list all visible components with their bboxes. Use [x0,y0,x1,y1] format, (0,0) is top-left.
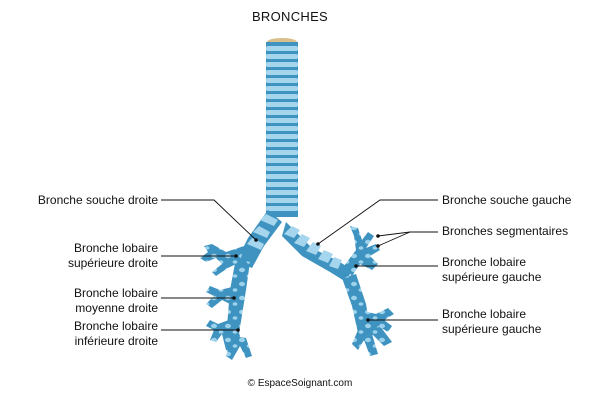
trachea-ring [266,174,298,179]
label-line: Bronche lobaire [73,319,158,333]
left-lobar-bronchi [342,226,394,356]
label-lobaire-moy-droite: Bronche lobaire moyenne droite [74,286,158,316]
trachea-ring [266,78,298,83]
trachea-ring [266,206,298,211]
label-line: Bronche lobaire [442,255,527,269]
label-segmentaires: Bronches segmentaires [442,224,568,239]
label-line: Bronches segmentaires [442,224,569,238]
trachea-ring [266,166,298,171]
label-lobaire-inf-droite: Bronche lobaire inférieure droite [74,319,158,349]
trachea-ring [266,142,298,147]
label-line: Bronche lobaire [73,241,158,255]
label-line: Bronche souche gauche [442,193,572,207]
label-souche-gauche: Bronche souche gauche [442,193,571,208]
label-lobaire-sup-droite: Bronche lobaire supérieure droite [68,241,158,271]
trachea [266,42,298,217]
trachea-ring [266,102,298,107]
leader-segmentaires-2 [377,231,411,247]
trachea-ring [266,134,298,139]
leader-souche-gauche [317,199,438,245]
right-main-bronchus [236,210,282,268]
leader-lines [161,199,438,331]
trachea-ring [266,46,298,51]
label-line: Bronche lobaire [73,286,158,300]
label-line: moyenne droite [75,301,158,315]
trachea-ring [266,110,298,115]
label-lobaire-sup-gauche-2: Bronche lobaire supérieure gauche [442,307,541,337]
trachea-ring [266,158,298,163]
trachea-ring [266,126,298,131]
left-main-bronchus [282,222,352,282]
trachea-ring [266,190,298,195]
label-line: inférieure droite [74,334,158,348]
trachea-ring [266,94,298,99]
label-line: Bronche souche droite [37,193,158,207]
right-lobar-bronchi [200,244,252,360]
label-line: supérieure gauche [442,322,542,336]
trachea-ring [266,54,298,59]
leader-souche-droite [161,199,257,241]
label-line: supérieure gauche [442,270,542,284]
trachea-ring [266,118,298,123]
label-souche-droite: Bronche souche droite [38,193,158,208]
trachea-ring [266,62,298,67]
label-lobaire-sup-gauche-1: Bronche lobaire supérieure gauche [442,255,541,285]
trachea-ring [266,150,298,155]
leader-dots [232,234,380,332]
trachea-ring [266,70,298,75]
label-line: Bronche lobaire [442,307,527,321]
diagram-title: BRONCHES [251,9,329,24]
trachea-ring [266,86,298,91]
label-line: supérieure droite [67,256,158,270]
trachea-ring [266,182,298,187]
trachea-ring [266,198,298,203]
copyright-notice: © EspaceSoignant.com [247,378,353,389]
